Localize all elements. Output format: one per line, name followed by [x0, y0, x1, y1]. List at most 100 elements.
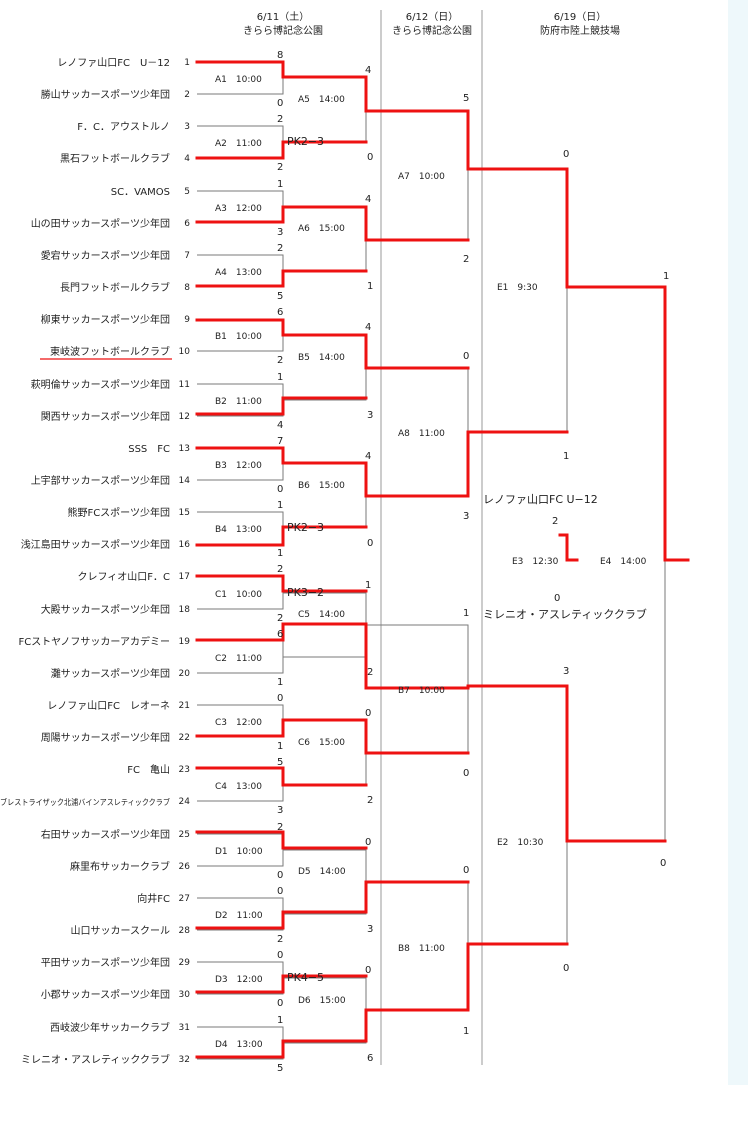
team-name: 右田サッカースポーツ少年団	[41, 828, 170, 841]
team-name: 浅江島田サッカースポーツ少年団	[21, 538, 170, 551]
team-number: 23	[179, 765, 190, 775]
match-label: E1 9:30	[497, 283, 538, 293]
match-label: D4 13:00	[215, 1040, 263, 1050]
score-top: 1	[277, 1015, 283, 1026]
winner-path-team-4	[195, 140, 368, 160]
third-place-winner-path	[558, 533, 579, 562]
winner-path-team-23	[195, 766, 368, 787]
score-top: 6	[277, 629, 283, 640]
match-label: A2 11:00	[215, 139, 262, 149]
header-venue-day2: きらら博記念公園	[392, 24, 472, 37]
team-name: 愛宕サッカースポーツ少年団	[41, 249, 170, 262]
team-number: 30	[179, 990, 191, 1000]
team-number: 4	[184, 154, 190, 164]
match-label: A3 12:00	[215, 204, 262, 214]
team-name: 柳東サッカースポーツ少年団	[41, 313, 170, 326]
third-place-team-top: レノファ山口FC U−12	[483, 493, 598, 506]
score-top: 2	[277, 243, 283, 254]
team-number: 31	[179, 1023, 190, 1033]
score-bottom: 3	[367, 924, 373, 935]
team-name: 黒石フットボールクラブ	[60, 152, 170, 165]
penalty-score: PK3−2	[287, 586, 324, 599]
header-venue-day3: 防府市陸上競技場	[540, 24, 620, 37]
score-bottom: 3	[277, 227, 283, 238]
team-number: 8	[184, 283, 190, 293]
match-label: B5 14:00	[298, 353, 345, 363]
r2-bracket	[283, 463, 367, 529]
score-top: 5	[463, 93, 469, 104]
score-top: 0	[365, 965, 371, 976]
r4-bracket-e2	[468, 685, 568, 945]
score-bottom: 0	[463, 768, 469, 779]
score-top: 0	[277, 950, 283, 961]
winner-path-team-13	[195, 430, 569, 498]
team-name: 熊野FCスポーツ少年団	[67, 506, 170, 519]
team-number: 7	[184, 251, 190, 261]
r4-bracket-e1	[468, 168, 568, 433]
score-bottom: 1	[277, 741, 283, 752]
r2-bracket	[283, 720, 367, 786]
score-top: 0	[563, 149, 569, 160]
score-bottom: 3	[463, 511, 469, 522]
team-name: FCストヤノフサッカーアカデミー	[18, 635, 170, 648]
third-place-match-label: E3 12:30	[512, 557, 559, 567]
header-date-day2: 6/12（日）	[406, 11, 458, 23]
score-bottom: 1	[563, 451, 569, 462]
match-label: A4 13:00	[215, 268, 262, 278]
match-label: B8 11:00	[398, 944, 445, 954]
team-number: 11	[179, 380, 190, 390]
match-label: D2 11:00	[215, 911, 263, 921]
score-bottom: 0	[563, 963, 569, 974]
winner-path-team-25	[195, 830, 368, 850]
winner-path-team-32	[195, 942, 569, 1059]
match-label: A5 14:00	[298, 95, 345, 105]
winner-path-team-12	[195, 396, 368, 416]
team-number: 27	[179, 894, 190, 904]
team-number: 18	[179, 605, 191, 615]
score-bottom: 1	[277, 548, 283, 559]
winner-paths	[195, 60, 690, 1059]
score-bottom: 2	[367, 795, 373, 806]
team-name: ミレニオ・アスレティッククラブ	[21, 1053, 170, 1066]
team-name: 上宇部サッカースポーツ少年団	[31, 474, 170, 487]
winner-path-team-6	[195, 205, 470, 242]
match-label: A1 10:00	[215, 75, 262, 85]
match-label: A6 15:00	[298, 224, 345, 234]
winner-path-team-28	[195, 880, 470, 930]
winner-path-team-19	[195, 622, 667, 843]
match-label: B1 10:00	[215, 332, 262, 342]
team-number: 13	[179, 444, 190, 454]
score-top: 0	[463, 865, 469, 876]
team-number: 19	[179, 637, 191, 647]
team-name: 周陽サッカースポーツ少年団	[41, 731, 170, 744]
match-label: C3 12:00	[215, 718, 262, 728]
header-venue-day1: きらら博記念公園	[243, 24, 323, 37]
score-bottom: 1	[367, 281, 373, 292]
right-edge-strip	[728, 0, 748, 1085]
third-place-score-bottom: 0	[554, 593, 560, 604]
team-number: 28	[179, 926, 191, 936]
team-number: 26	[179, 862, 191, 872]
team-number: 6	[184, 219, 190, 229]
match-label: E2 10:30	[497, 838, 544, 848]
winner-path-team-1	[195, 60, 690, 562]
team-name: SSS FC	[128, 444, 170, 455]
match-label: B2 11:00	[215, 397, 262, 407]
team-number: 14	[179, 476, 191, 486]
team-name: ブレストライザック北浦バインアスレティッククラブ	[0, 797, 170, 807]
team-number: 32	[179, 1055, 190, 1065]
team-number: 3	[184, 122, 190, 132]
team-number: 10	[179, 347, 191, 357]
team-name: 東岐波フットボールクラブ	[50, 345, 170, 358]
team-name: 麻里布サッカークラブ	[70, 860, 170, 873]
score-top: 4	[365, 65, 371, 76]
score-bottom: 0	[277, 998, 283, 1009]
team-number: 22	[179, 733, 190, 743]
score-top: 2	[277, 822, 283, 833]
match-label: C1 10:00	[215, 590, 262, 600]
score-bottom: 2	[463, 254, 469, 265]
score-bottom: 3	[277, 805, 283, 816]
match-label: D5 14:00	[298, 867, 346, 877]
